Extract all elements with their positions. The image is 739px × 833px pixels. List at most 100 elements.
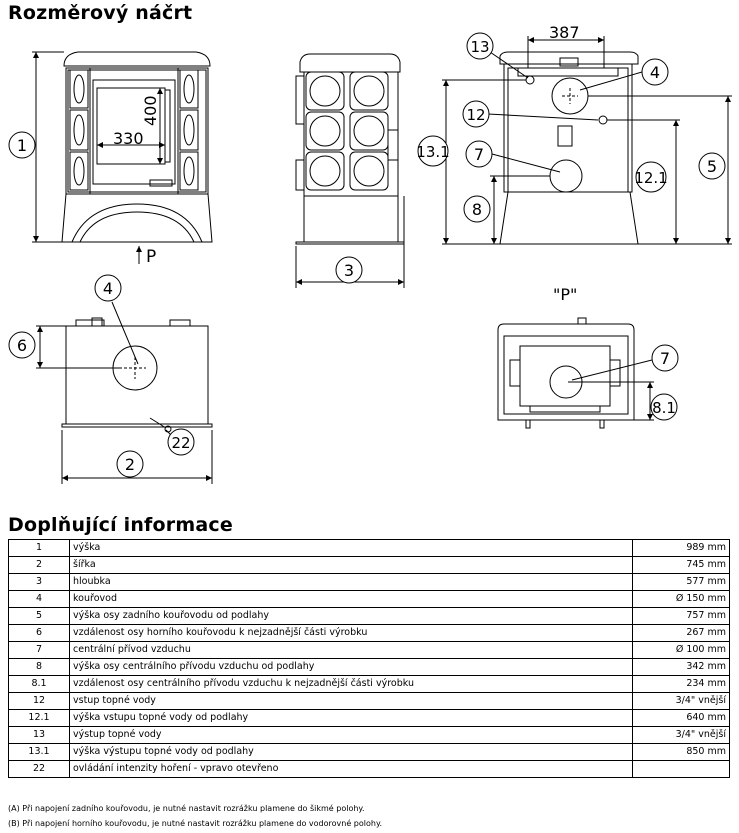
row-label: hloubka (69, 573, 633, 591)
callout-2: 2 (116, 450, 144, 478)
callout-1: 1 (8, 131, 36, 159)
row-number: 13 (8, 726, 70, 744)
row-number: 12 (8, 692, 70, 710)
callout-8-1-label: 8.1 (652, 399, 676, 417)
row-number: 1 (8, 539, 70, 557)
row-label: vzdálenost osy centrálního přívodu vzduc… (69, 675, 633, 693)
footnote-a: (A) Při napojení zadního kouřovodu, je n… (8, 804, 365, 813)
callout-8-1: 8.1 (650, 393, 678, 421)
callout-13-label: 13 (470, 38, 489, 56)
view-arrow-p-label: P (146, 247, 156, 267)
row-number: 8 (8, 658, 70, 676)
row-number: 5 (8, 607, 70, 625)
callout-5: 5 (698, 152, 726, 180)
row-number: 6 (8, 624, 70, 642)
callout-4-rear: 4 (641, 58, 669, 86)
footnote-b: (B) Při napojení horního kouřovodu, je n… (8, 819, 383, 828)
row-number: 4 (8, 590, 70, 608)
row-label: ovládání intenzity hoření - vpravo otevř… (69, 760, 633, 778)
dimension-sketch: 330 400 P (8, 23, 732, 484)
row-value: 3/4" vnější (632, 726, 730, 744)
row-label: výška výstupu topné vody od podlahy (69, 743, 633, 761)
row-value: 342 mm (632, 658, 730, 676)
row-number: 13.1 (8, 743, 70, 761)
callout-4-top-label: 4 (103, 279, 113, 298)
row-value: 234 mm (632, 675, 730, 693)
section-title-info: Doplňující informace (8, 514, 233, 536)
callout-22: 22 (167, 428, 195, 456)
rear-view (442, 36, 732, 245)
row-label: vstup topné vody (69, 692, 633, 710)
row-number: 7 (8, 641, 70, 659)
callout-4-rear-label: 4 (650, 63, 660, 82)
callout-2-label: 2 (125, 455, 135, 474)
view-p-title: "P" (553, 285, 577, 304)
row-value: 989 mm (632, 539, 730, 557)
callout-12: 12 (462, 100, 490, 128)
dim-400-label: 400 (141, 95, 160, 126)
row-value: 745 mm (632, 556, 730, 574)
callout-7-p-label: 7 (660, 349, 670, 368)
callout-12-label: 12 (466, 106, 485, 124)
row-number: 12.1 (8, 709, 70, 727)
top-view (36, 301, 213, 484)
callout-7-rear: 7 (465, 140, 493, 168)
callout-12-1: 12.1 (634, 161, 668, 193)
row-value: 850 mm (632, 743, 730, 761)
callout-3-label: 3 (344, 261, 354, 280)
row-value: Ø 150 mm (632, 590, 730, 608)
callout-13-1: 13.1 (416, 135, 450, 167)
row-value: 3/4" vnější (632, 692, 730, 710)
row-value: 577 mm (632, 573, 730, 591)
row-label: výška (69, 539, 633, 557)
callout-3: 3 (335, 256, 363, 284)
row-value: Ø 100 mm (632, 641, 730, 659)
view-p (497, 317, 654, 429)
side-view (295, 53, 405, 288)
row-number: 22 (8, 760, 70, 778)
row-label: vzdálenost osy horního kouřovodu k nejza… (69, 624, 633, 642)
callout-12-1-label: 12.1 (634, 169, 667, 187)
callout-22-label: 22 (171, 434, 190, 452)
row-label: výstup topné vody (69, 726, 633, 744)
row-value: 757 mm (632, 607, 730, 625)
callout-8: 8 (463, 195, 491, 223)
row-label: kouřovod (69, 590, 633, 608)
row-label: výška osy centrálního přívodu vzduchu od… (69, 658, 633, 676)
row-number: 8.1 (8, 675, 70, 693)
row-label: výška vstupu topné vody od podlahy (69, 709, 633, 727)
row-number: 2 (8, 556, 70, 574)
callout-1-label: 1 (17, 136, 27, 155)
row-value: 267 mm (632, 624, 730, 642)
row-label: centrální přívod vzduchu (69, 641, 633, 659)
callout-6-label: 6 (17, 336, 27, 355)
callout-8-label: 8 (472, 200, 482, 219)
dim-387-label: 387 (549, 23, 580, 42)
row-label: výška osy zadního kouřovodu od podlahy (69, 607, 633, 625)
callout-5-label: 5 (707, 157, 717, 176)
callout-7-rear-label: 7 (474, 145, 484, 164)
dim-330-label: 330 (113, 129, 144, 148)
row-label: šířka (69, 556, 633, 574)
callout-4-top: 4 (94, 274, 122, 302)
callout-7-p: 7 (651, 344, 679, 372)
row-value: 640 mm (632, 709, 730, 727)
section-title-sketch: Rozměrový náčrt (8, 2, 193, 24)
callout-6: 6 (8, 331, 36, 359)
front-view (32, 51, 213, 264)
